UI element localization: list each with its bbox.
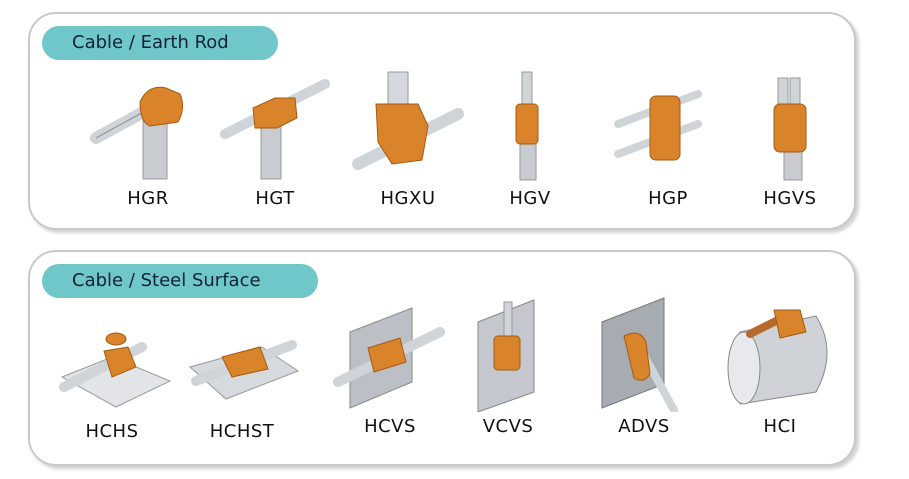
hgxu-icon xyxy=(352,71,464,170)
product-item-hgt[interactable]: HGT xyxy=(215,64,335,209)
product-item-hcvs[interactable]: HCVS xyxy=(330,292,450,437)
product-item-hgxu[interactable]: HGXU xyxy=(348,64,468,209)
vcvs-icon xyxy=(477,299,535,412)
product-label: HGXU xyxy=(380,188,436,209)
section-title: Cable / Earth Rod xyxy=(42,26,278,60)
product-label: HCVS xyxy=(364,416,416,437)
product-item-advs[interactable]: ADVS xyxy=(584,292,704,437)
product-label: HGP xyxy=(648,188,688,209)
advs-icon xyxy=(601,297,678,412)
hgt-icon xyxy=(220,79,330,180)
product-label: VCVS xyxy=(482,416,534,437)
product-item-vcvs[interactable]: VCVS xyxy=(448,292,568,437)
hchs-icon xyxy=(59,332,172,408)
product-item-hchst[interactable]: HCHST xyxy=(182,307,302,442)
hgv-icon xyxy=(515,71,539,181)
product-item-hgp[interactable]: HGP xyxy=(608,64,728,209)
product-item-hgr[interactable]: HGR xyxy=(88,64,208,209)
hchst-icon xyxy=(188,340,300,400)
product-label: ADVS xyxy=(618,416,670,437)
product-label: HGT xyxy=(255,188,295,209)
product-item-hgv[interactable]: HGV xyxy=(470,64,590,209)
product-label: HCHS xyxy=(85,421,139,442)
product-label: HCI xyxy=(763,416,797,437)
product-label: HGVS xyxy=(763,188,817,209)
product-label: HCHST xyxy=(209,421,275,442)
hgr-icon xyxy=(90,86,184,180)
product-item-hci[interactable]: HCI xyxy=(720,292,840,437)
section-title: Cable / Steel Surface xyxy=(42,264,318,298)
product-label: HGR xyxy=(127,188,169,209)
panel-cable-steel-surface: Cable / Steel Surface HCHS HCHST HCVS xyxy=(28,250,856,466)
product-item-hchs[interactable]: HCHS xyxy=(52,307,172,442)
hcvs-icon xyxy=(333,307,445,409)
hgp-icon xyxy=(614,90,702,161)
hgvs-icon xyxy=(773,77,807,181)
product-label: HGV xyxy=(509,188,551,209)
product-item-hgvs[interactable]: HGVS xyxy=(730,64,850,209)
panel-cable-earth-rod: Cable / Earth Rod HGR HGT HGXU xyxy=(28,12,856,230)
hci-icon xyxy=(727,309,828,405)
